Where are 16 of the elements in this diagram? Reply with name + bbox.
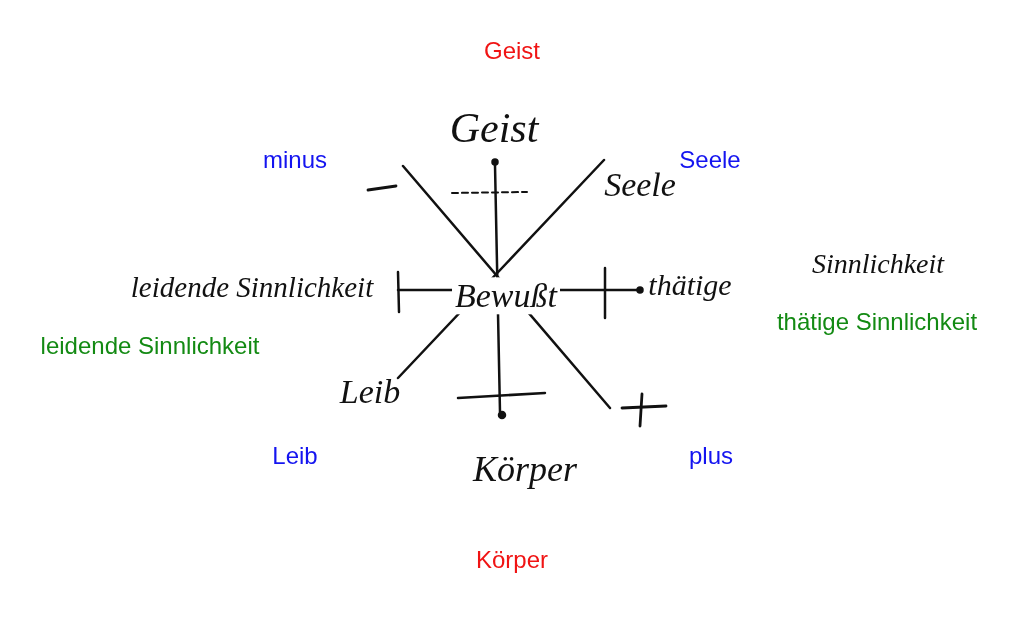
handwritten-word: Geist	[449, 104, 539, 152]
handwritten-word: Leib	[339, 373, 401, 411]
handwritten-word: Körper	[473, 450, 577, 490]
translation-label: Seele	[679, 146, 741, 174]
translation-label: leidende Sinnlichkeit	[40, 332, 260, 360]
translation-label: Geist	[484, 37, 540, 65]
handwritten-word: Sinnlichkeit	[811, 248, 945, 280]
translation-label: plus	[689, 442, 733, 470]
translation-label: Körper	[476, 546, 548, 574]
translation-label: Leib	[272, 442, 318, 470]
handwritten-word: thätige	[648, 267, 732, 301]
handwritten-word: leidende Sinnlichkeit	[130, 272, 374, 304]
handwritten-word: Bewußt	[452, 277, 560, 315]
translation-label: minus	[263, 146, 327, 174]
translation-label: thätige Sinnlichkeit	[776, 308, 978, 336]
handwritten-word: Seele	[604, 166, 676, 204]
